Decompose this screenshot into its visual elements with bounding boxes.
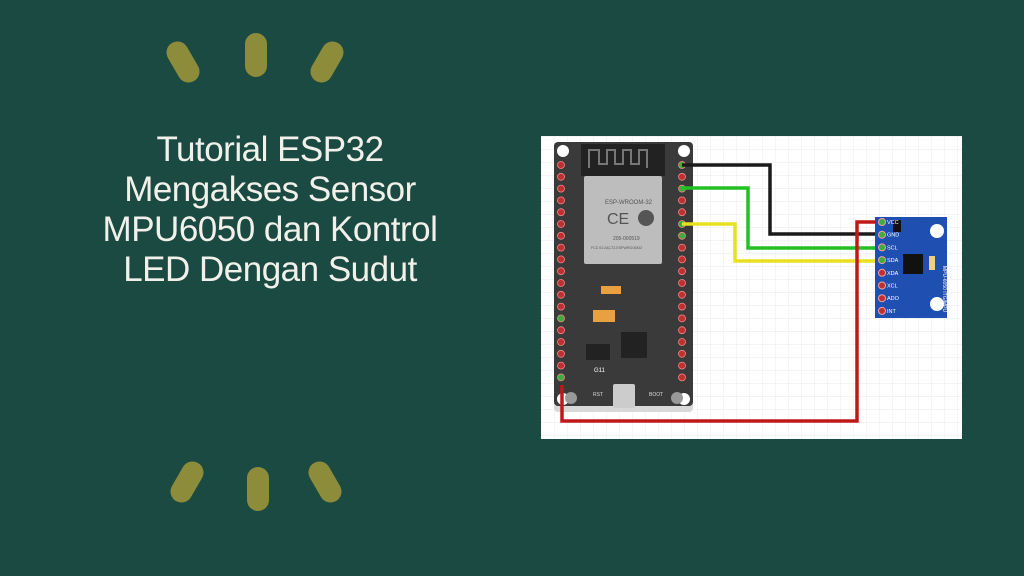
gpio-label: G11 xyxy=(594,368,606,374)
decor-oval xyxy=(162,37,204,87)
header-pin xyxy=(557,290,565,299)
boot-label: BOOT xyxy=(649,392,663,398)
decor-oval xyxy=(247,467,269,511)
mpu-pin xyxy=(878,294,886,303)
mpu-pin xyxy=(878,230,886,239)
cert-label: 205-000519 xyxy=(613,236,640,242)
header-pin xyxy=(678,349,686,358)
header-pin xyxy=(557,196,565,205)
header-pin xyxy=(557,220,565,228)
fcc-label: FCC ID:2AC7Z-ESPWROOM32 xyxy=(591,246,642,250)
wiring-diagram: ESP-WROOM-32 CE 205-000519 FCC ID:2AC7Z-… xyxy=(541,136,962,439)
decor-oval xyxy=(306,37,348,87)
header-pin xyxy=(678,255,686,264)
header-pin xyxy=(557,338,565,346)
header-pin xyxy=(678,290,686,299)
title-line: MPU6050 dan Kontrol xyxy=(102,210,438,249)
mpu-pin xyxy=(878,281,886,290)
wire-scl xyxy=(682,186,875,250)
header-pin xyxy=(557,267,565,276)
header-pin xyxy=(557,184,565,193)
header-pin xyxy=(678,279,686,287)
mpu-pin-label: SDA xyxy=(887,258,899,264)
mpu-pin xyxy=(878,256,886,265)
mpu-pin xyxy=(878,268,886,277)
header-pin xyxy=(557,349,565,358)
decor-oval xyxy=(245,33,267,77)
mpu-pin-label: GND xyxy=(887,233,899,239)
header-pin xyxy=(678,338,686,346)
header-pin xyxy=(678,208,686,217)
mpu-pin xyxy=(878,306,886,315)
mpu-pin-label: XCL xyxy=(887,284,898,290)
svg-text:CE: CE xyxy=(607,211,629,228)
header-pin xyxy=(678,361,686,370)
title-line: Tutorial ESP32 xyxy=(156,130,384,169)
header-pin xyxy=(557,208,565,217)
title-line: LED Dengan Sudut xyxy=(123,250,417,289)
mpu-pin-label: SCL xyxy=(887,245,898,251)
header-pin xyxy=(678,172,686,181)
header-pin xyxy=(557,314,565,323)
header-pin xyxy=(678,243,686,252)
mpu-pin-label: XDA xyxy=(887,271,899,277)
header-pin xyxy=(557,243,565,252)
esp32-board: ESP-WROOM-32 CE 205-000519 FCC ID:2AC7Z-… xyxy=(554,142,693,412)
header-pin xyxy=(678,302,686,311)
header-pin xyxy=(557,373,565,382)
title-line: Mengakses Sensor xyxy=(124,170,416,209)
mpu-pin-label: INT xyxy=(887,309,897,315)
header-pin xyxy=(678,373,686,382)
mpu6050-board: MPU-6050 ITG/MPU VCC GND SCL SDA XDA XCL ADO IN… xyxy=(875,217,947,318)
mpu-pin xyxy=(878,243,886,252)
header-pin xyxy=(557,361,565,370)
header-pin xyxy=(557,255,565,264)
mpu-label: MPU-6050 ITG/MPU xyxy=(941,266,947,313)
header-pin xyxy=(557,279,565,287)
mpu-pin-label: ADO xyxy=(887,296,900,302)
slide-title: Tutorial ESP32 Mengakses Sensor MPU6050 … xyxy=(70,130,470,290)
header-pin xyxy=(678,267,686,276)
header-pin xyxy=(678,326,686,335)
wire-sda xyxy=(682,222,875,263)
decor-oval xyxy=(166,457,208,507)
header-pin xyxy=(557,231,565,240)
header-pin xyxy=(557,326,565,335)
header-pin xyxy=(557,161,565,169)
header-pin xyxy=(678,314,686,323)
wire-vcc xyxy=(560,220,875,423)
header-pin xyxy=(557,302,565,311)
rst-label: RST xyxy=(593,392,603,398)
wire-gnd xyxy=(682,163,875,236)
module-label: ESP-WROOM-32 xyxy=(605,200,653,206)
header-pin xyxy=(678,231,686,240)
header-pin xyxy=(678,196,686,205)
header-pin xyxy=(557,172,565,181)
mpu-pin-label: VCC xyxy=(887,220,899,226)
decor-oval xyxy=(304,457,346,507)
mpu-pin xyxy=(878,218,886,226)
